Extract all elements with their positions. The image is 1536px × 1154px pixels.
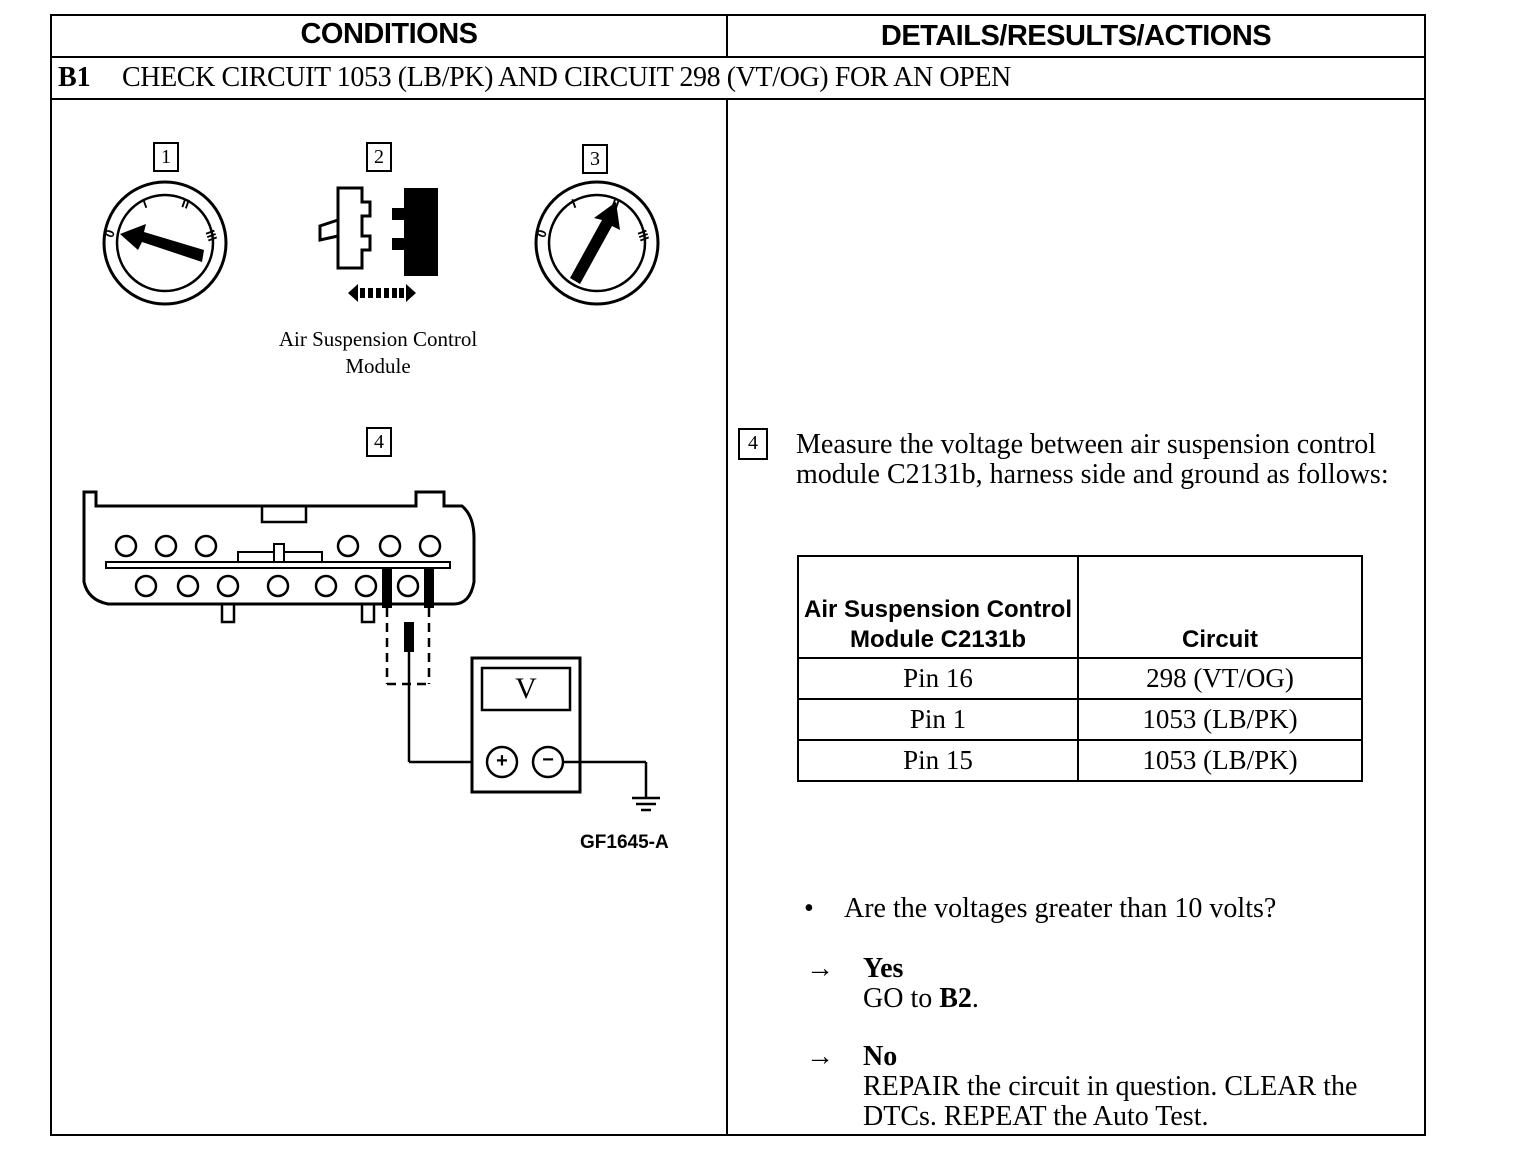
circuit-cell: 1053 (LB/PK) [1077,698,1363,741]
procedure-frame [50,14,1426,1136]
pin-cell: Pin 1 [797,698,1079,741]
circuit-cell: 1053 (LB/PK) [1077,739,1363,782]
table-row: Pin 16 298 (VT/OG) [797,657,1363,700]
details-header: DETAILS/RESULTS/ACTIONS [880,20,1272,52]
step-number-3: 3 [582,144,608,174]
no-arrow-icon: → [806,1041,834,1072]
table-row: Pin 1 1053 (LB/PK) [797,698,1363,741]
step-id: B1 [58,62,91,93]
step-title-divider [50,98,1426,100]
ignition-switch-run-icon [534,180,660,306]
meter-plus-terminal: + [496,750,508,772]
question-bullet: • [804,893,814,924]
voltmeter-connector-diagram [82,490,660,812]
meter-minus-terminal: − [542,749,554,771]
yes-action-ref: B2 [939,983,972,1014]
connector-disconnect-icon [318,186,438,302]
conditions-header: CONDITIONS [300,18,478,50]
step-number-2: 2 [366,142,392,172]
yes-label: Yes [863,953,904,984]
no-label: No [863,1041,898,1072]
table-row: Pin 15 1053 (LB/PK) [797,739,1363,782]
details-step-number: 4 [738,428,768,460]
yes-action: GO to B2. [863,984,979,1014]
step-number-1: 1 [153,142,179,172]
pin-cell: Pin 15 [797,739,1079,782]
header-column-divider [726,14,728,56]
yes-action-suffix: . [971,983,979,1014]
step-number-4: 4 [366,427,392,457]
figure-code: GF1645-A [580,832,669,853]
column-header-module: Air Suspension Control Module C2131b [797,555,1079,659]
ignition-switch-off-icon [102,180,228,306]
circuit-cell: 298 (VT/OG) [1077,657,1363,700]
yes-arrow-icon: → [806,953,834,984]
pin-circuit-table: Air Suspension Control Module C2131b Cir… [797,555,1363,782]
question-text: Are the voltages greater than 10 volts? [844,893,1277,924]
step-title: CHECK CIRCUIT 1053 (LB/PK) AND CIRCUIT 2… [122,62,1011,93]
yes-action-prefix: GO to [863,983,940,1014]
no-action: REPAIR the circuit in question. CLEAR th… [863,1071,1358,1132]
table-header-row: Air Suspension Control Module C2131b Cir… [797,555,1363,659]
module-label-line2: Module [345,354,411,378]
measure-instruction: Measure the voltage between air suspensi… [796,429,1389,490]
body-column-divider [726,98,728,1136]
column-header-circuit: Circuit [1077,555,1363,659]
pin-cell: Pin 16 [797,657,1079,700]
voltmeter-symbol: V [515,672,537,705]
module-label-line1: Air Suspension Control [278,327,478,351]
header-divider [50,56,1426,58]
